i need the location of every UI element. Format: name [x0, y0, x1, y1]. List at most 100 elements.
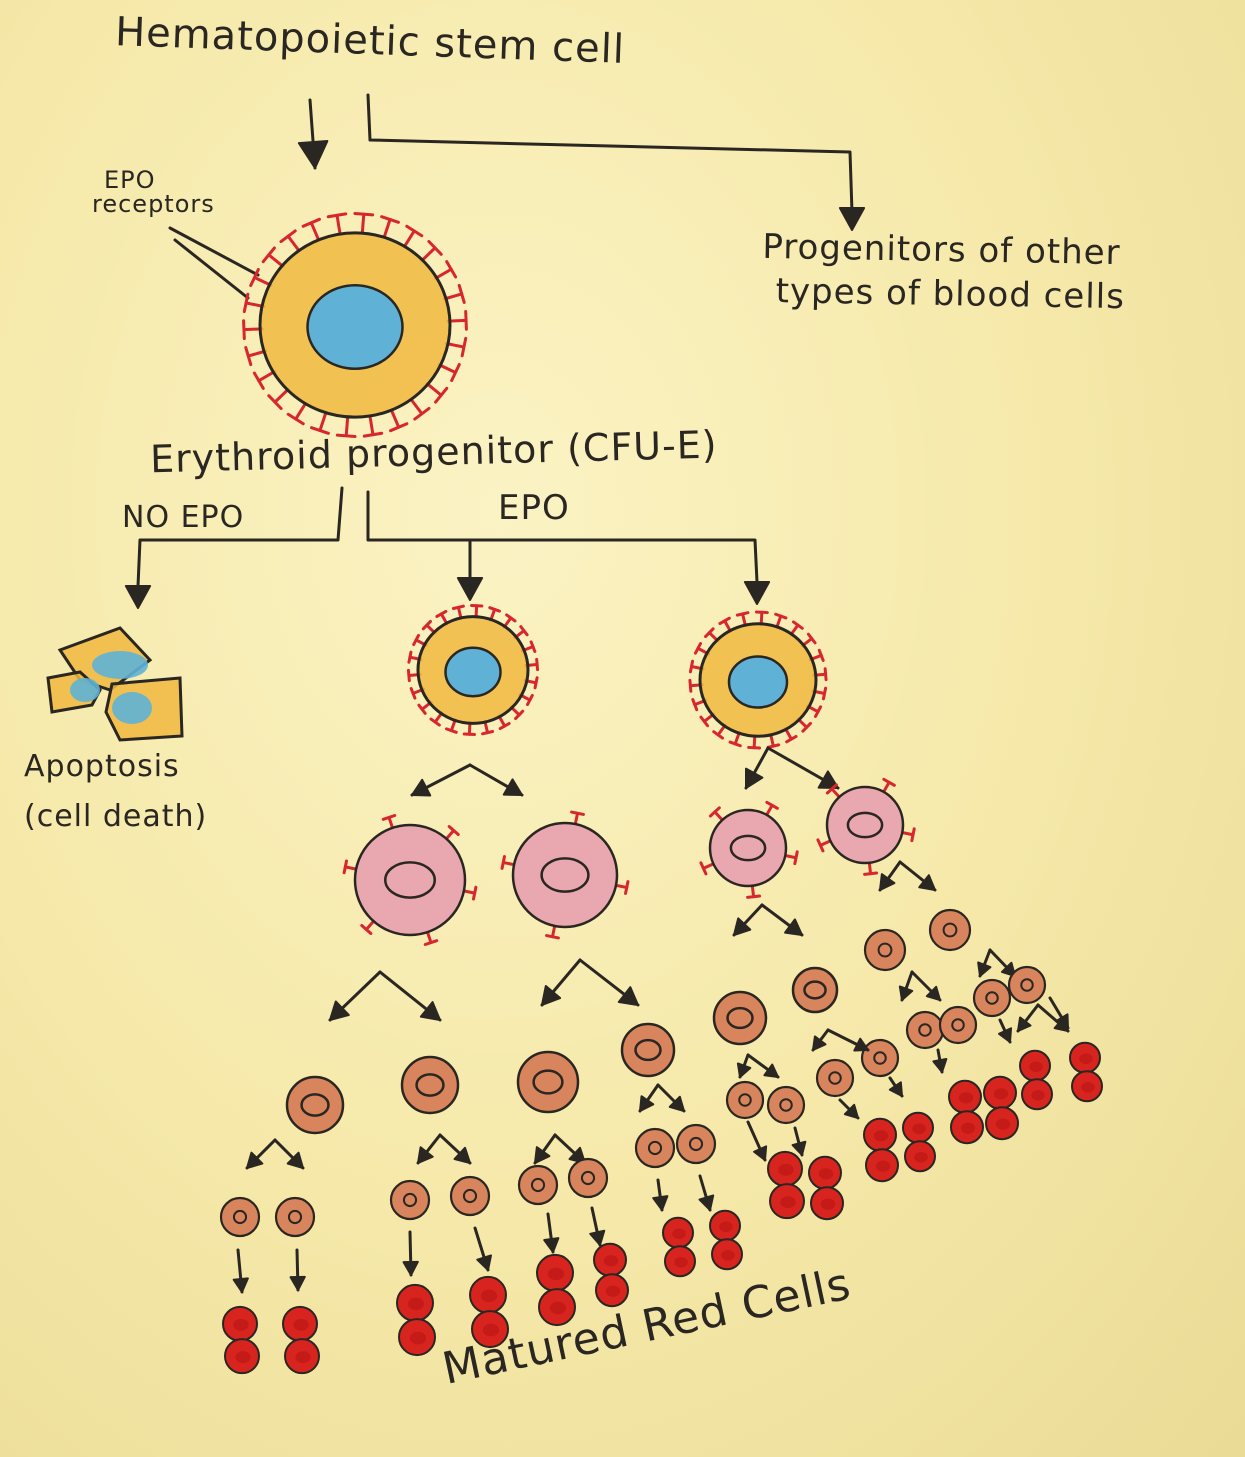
arrow-maturation-r4-head — [888, 1081, 903, 1097]
cell-cfu-e-receptor — [335, 213, 342, 235]
small-cell-r2-membrane — [1007, 965, 1047, 1005]
split-normoblast-r2-left-head — [812, 1035, 827, 1051]
cell-cfu-e-receptor-cap — [427, 239, 443, 256]
cell-cfu-e-receptor — [433, 267, 453, 280]
small-cell-r6-membrane — [815, 1058, 855, 1098]
split-normoblast-r2-right-head — [853, 1037, 869, 1052]
red-cell-pair-l1-top-center — [233, 1318, 249, 1331]
arrow-head-to-other-progenitors — [838, 207, 866, 231]
label-other-progenitors-line1: Progenitors of other — [762, 226, 1121, 274]
red-cell-pair-l3-bottom-center — [409, 1331, 427, 1345]
erythroblast-l1-nucleus — [384, 861, 436, 899]
arrow-maturation-l3-head — [402, 1260, 419, 1276]
reticulocyte-l5-nucleus — [530, 1177, 546, 1193]
red-cell-pair-r1-bottom-center — [780, 1196, 796, 1209]
cell-cfu-e-receptor-cap — [389, 422, 409, 433]
split-left-progenitor-left-head — [411, 778, 432, 797]
split-erythroblast-r1-left-head — [733, 917, 752, 936]
cell-cfu-e-receptor-cap — [301, 217, 321, 228]
normoblast-l2-membrane — [400, 1055, 460, 1115]
erythroblast-l2-receptor-cap — [570, 810, 585, 816]
cell-cfu-e-receptor-cap — [279, 229, 297, 244]
pointer-epo-receptors-lower — [173, 238, 250, 300]
split-erythroblast-l1-left-head — [329, 1000, 350, 1021]
erythroblast-r1-receptor-cap — [793, 850, 799, 866]
cell-progenitor-epo-left-receptor-cap — [406, 668, 411, 683]
arrow-maturation-l2-head — [289, 1275, 306, 1291]
cell-progenitor-epo-right-receptor-cap — [792, 620, 804, 630]
cell-progenitor-epo-right-receptor-cap — [806, 632, 817, 645]
red-cell-pair-l5-top-center — [547, 1267, 565, 1281]
cell-cfu-e-receptor — [420, 246, 437, 262]
cell-progenitor-epo-left-receptor-cap — [481, 730, 495, 736]
reticulocyte-r1-membrane — [725, 1080, 765, 1120]
erythroblast-r2-receptor-cap — [910, 827, 916, 843]
cell-progenitor-epo-right-receptor — [769, 733, 775, 748]
normoblast-r4-nucleus — [942, 922, 958, 938]
cell-cfu-e-receptor-cap — [457, 283, 466, 304]
split-normoblast-l4-right-head — [668, 1095, 685, 1112]
cell-cfu-e-receptor — [368, 415, 375, 437]
erythroblast-l2-receptor-cap — [545, 934, 560, 940]
reticulocyte-l1-membrane — [219, 1196, 261, 1238]
cell-cfu-e-receptor — [318, 411, 328, 432]
cell-cfu-e-receptor — [267, 253, 285, 268]
red-cell-pair-l1-bottom-center — [235, 1351, 251, 1364]
small-cell-r2-nucleus — [1020, 978, 1034, 992]
label-apoptosis-line1: Apoptosis — [24, 749, 180, 784]
cell-cfu-e-receptor — [273, 388, 290, 404]
label-epo-receptors-line1: EPO — [104, 166, 156, 194]
cell-cfu-e-receptor-cap — [267, 394, 283, 411]
red-cell-pair-r6-bottom-center — [995, 1118, 1011, 1130]
red-cell-pair-l5-bottom-center — [549, 1301, 567, 1315]
cell-cfu-e-receptor — [257, 370, 277, 383]
cell-cfu-e-receptor-cap — [450, 362, 461, 383]
reticulocyte-l5-membrane — [517, 1164, 559, 1206]
cell-cfu-e-receptor — [294, 402, 307, 421]
split-normoblast-l3-left-head — [534, 1146, 551, 1164]
cell-progenitor-epo-right-receptor — [752, 734, 757, 750]
cell-progenitor-epo-left-receptor-cap — [514, 709, 525, 721]
normoblast-r2-nucleus — [803, 980, 827, 1000]
cell-progenitor-epo-left-nucleus — [444, 646, 502, 698]
cell-cfu-e-receptor — [382, 218, 392, 239]
cell-progenitor-epo-left-receptor-cap — [529, 640, 537, 653]
reticulocyte-l8-membrane — [675, 1123, 717, 1165]
cell-progenitor-epo-right-receptor-cap — [774, 612, 788, 620]
small-cell-r3-nucleus — [918, 1023, 932, 1037]
erythroblast-r1-receptor-cap — [746, 894, 762, 899]
reticulocyte-l4-membrane — [449, 1175, 491, 1217]
cell-progenitor-epo-right-nucleus — [727, 655, 789, 709]
split-normoblast-r4-right-head — [1000, 961, 1016, 977]
red-cell-pair-r2-bottom-center — [820, 1198, 836, 1210]
cell-cfu-e-receptor-cap — [413, 406, 431, 421]
cell-progenitor-epo-left-receptor-cap — [451, 604, 465, 610]
split-erythroblast-l2-left-head — [541, 984, 562, 1006]
label-apoptosis-line2: (cell death) — [24, 799, 208, 834]
normoblast-l1-membrane — [285, 1075, 345, 1135]
erythroblast-r2-receptor-cap — [863, 871, 879, 876]
cell-progenitor-epo-right-receptor-cap — [691, 698, 699, 712]
cell-progenitor-epo-right-receptor-cap — [718, 616, 731, 626]
small-cell-r6-nucleus — [828, 1071, 842, 1085]
arrow-maturation-r3-head — [843, 1103, 859, 1119]
normoblast-l4-nucleus — [634, 1038, 662, 1062]
cell-progenitor-epo-left-receptor-cap — [445, 727, 458, 734]
cell-progenitor-epo-left-receptor-cap — [409, 687, 417, 700]
cell-progenitor-epo-left-receptor-cap — [470, 603, 484, 608]
erythroblast-l1-receptor-cap — [423, 939, 439, 946]
red-cell-pair-l4-top-center — [480, 1289, 498, 1303]
cell-progenitor-epo-right-receptor-cap — [817, 648, 825, 662]
split-erythroblast-r2-right-head — [918, 874, 936, 891]
split-erythroblast-l1-right-head — [419, 1001, 441, 1021]
cell-cfu-e-receptor-cap — [335, 433, 357, 439]
split-normoblast-l2-left-head — [417, 1146, 434, 1164]
arrow-maturation-l8-head — [698, 1194, 715, 1211]
split-normoblast-r3-right-head — [925, 985, 941, 1001]
label-no-epo: NO EPO — [122, 500, 245, 535]
reticulocyte-r2-nucleus — [779, 1098, 793, 1112]
cell-progenitor-epo-right-receptor-cap — [766, 743, 781, 749]
cell-cfu-e-receptor — [390, 409, 401, 429]
erythroblast-l1-receptor-cap — [342, 859, 349, 875]
